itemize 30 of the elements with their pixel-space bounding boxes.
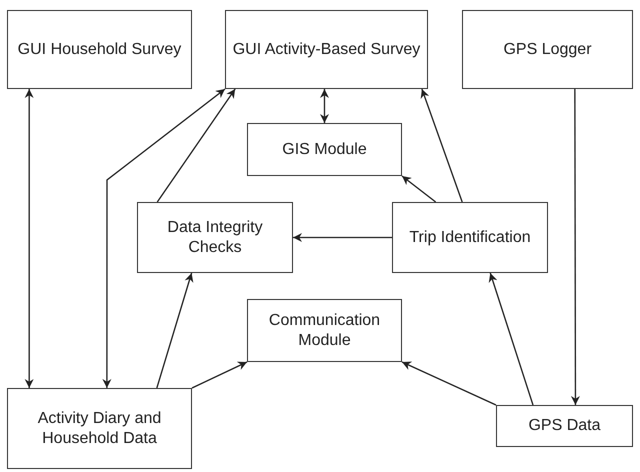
arrow: [420, 88, 463, 202]
arrow: [156, 272, 194, 388]
arrow: [192, 361, 248, 389]
process-box: [392, 202, 548, 273]
box-label: GPS Logger: [503, 40, 592, 60]
process-box: [7, 388, 192, 469]
process-box: [462, 10, 633, 89]
process-box: [7, 10, 192, 89]
box-label: Trip Identification: [409, 228, 531, 248]
box-label: Communication Module: [268, 310, 382, 350]
process-box: [247, 299, 402, 362]
box-label: GIS Module: [282, 140, 367, 160]
process-box: [247, 123, 402, 176]
arrow: [320, 89, 329, 123]
arrow: [293, 233, 392, 242]
process-box: [225, 10, 428, 89]
arrow: [156, 88, 236, 202]
process-box: [496, 405, 633, 447]
process-box: [137, 202, 293, 273]
box-label: GPS Data: [528, 416, 601, 436]
arrow: [102, 88, 226, 388]
box-label: GUI Activity-Based Survey: [232, 40, 420, 60]
arrow: [402, 361, 496, 406]
box-label: Activity Diary and Household Data: [36, 408, 162, 448]
arrow: [488, 272, 534, 406]
box-label: GUI Household Survey: [18, 40, 182, 60]
arrow: [24, 89, 34, 388]
arrow: [570, 89, 580, 405]
arrow: [402, 175, 436, 203]
box-label: Data Integrity Checks: [166, 218, 264, 258]
